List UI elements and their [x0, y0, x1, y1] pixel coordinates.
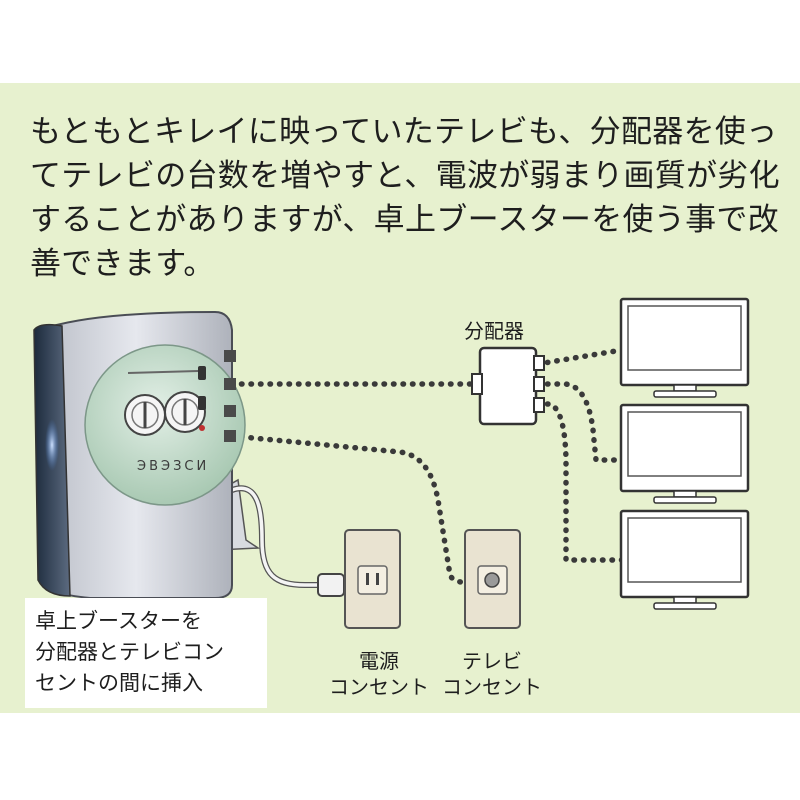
television-3	[619, 509, 750, 610]
channel-dial-2-icon	[164, 391, 206, 433]
booster-connectors	[224, 350, 236, 442]
booster-switch-2-icon	[198, 396, 206, 410]
note-line-2: 分配器とテレビコン	[35, 640, 224, 664]
coax-cable-booster-to-wall	[229, 433, 483, 586]
booster-front-disc	[84, 344, 246, 506]
splitter-device	[471, 346, 545, 426]
power-outlet-label-line1: 電源	[359, 649, 399, 673]
note-line-3: セントの間に挿入	[35, 671, 203, 695]
power-outlet-plate	[344, 529, 401, 629]
booster-brand-text: ЭВЭЗСИ	[137, 459, 209, 474]
tv-outlet-label-line2: コンセント	[442, 675, 542, 699]
coax-cable-splitter-to-tvs	[535, 347, 625, 563]
booster-switch-1-icon	[198, 366, 206, 380]
tv-antenna-outlet-plate	[464, 529, 521, 629]
headline-text: もともとキレイに映っていたテレビも、分配器を使ってテレビの台数を増やすと、電波が…	[30, 114, 780, 282]
socket-slot-left-icon	[366, 573, 369, 585]
splitter-label: 分配器	[464, 319, 524, 343]
note-line-1: 卓上ブースターを	[35, 609, 202, 633]
television-1	[619, 297, 750, 398]
power-cord	[230, 485, 358, 597]
socket-slot-right-icon	[376, 573, 379, 585]
booster-note-box: 卓上ブースターを 分配器とテレビコン セントの間に挿入	[25, 598, 267, 708]
channel-dial-1-icon	[124, 394, 166, 436]
booster-led-icon	[199, 425, 205, 431]
antenna-jack-icon	[484, 572, 500, 588]
power-indicator-glow-icon	[45, 419, 59, 471]
tv-outlet-label: テレビ コンセント	[438, 648, 546, 700]
power-outlet-label: 電源 コンセント	[325, 648, 433, 700]
power-outlet-label-line2: コンセント	[329, 675, 429, 699]
tv-outlet-label-line1: テレビ	[462, 649, 522, 673]
television-2	[619, 403, 750, 504]
tabletop-booster: ЭВЭЗСИ	[33, 310, 246, 599]
power-plug	[317, 573, 345, 597]
